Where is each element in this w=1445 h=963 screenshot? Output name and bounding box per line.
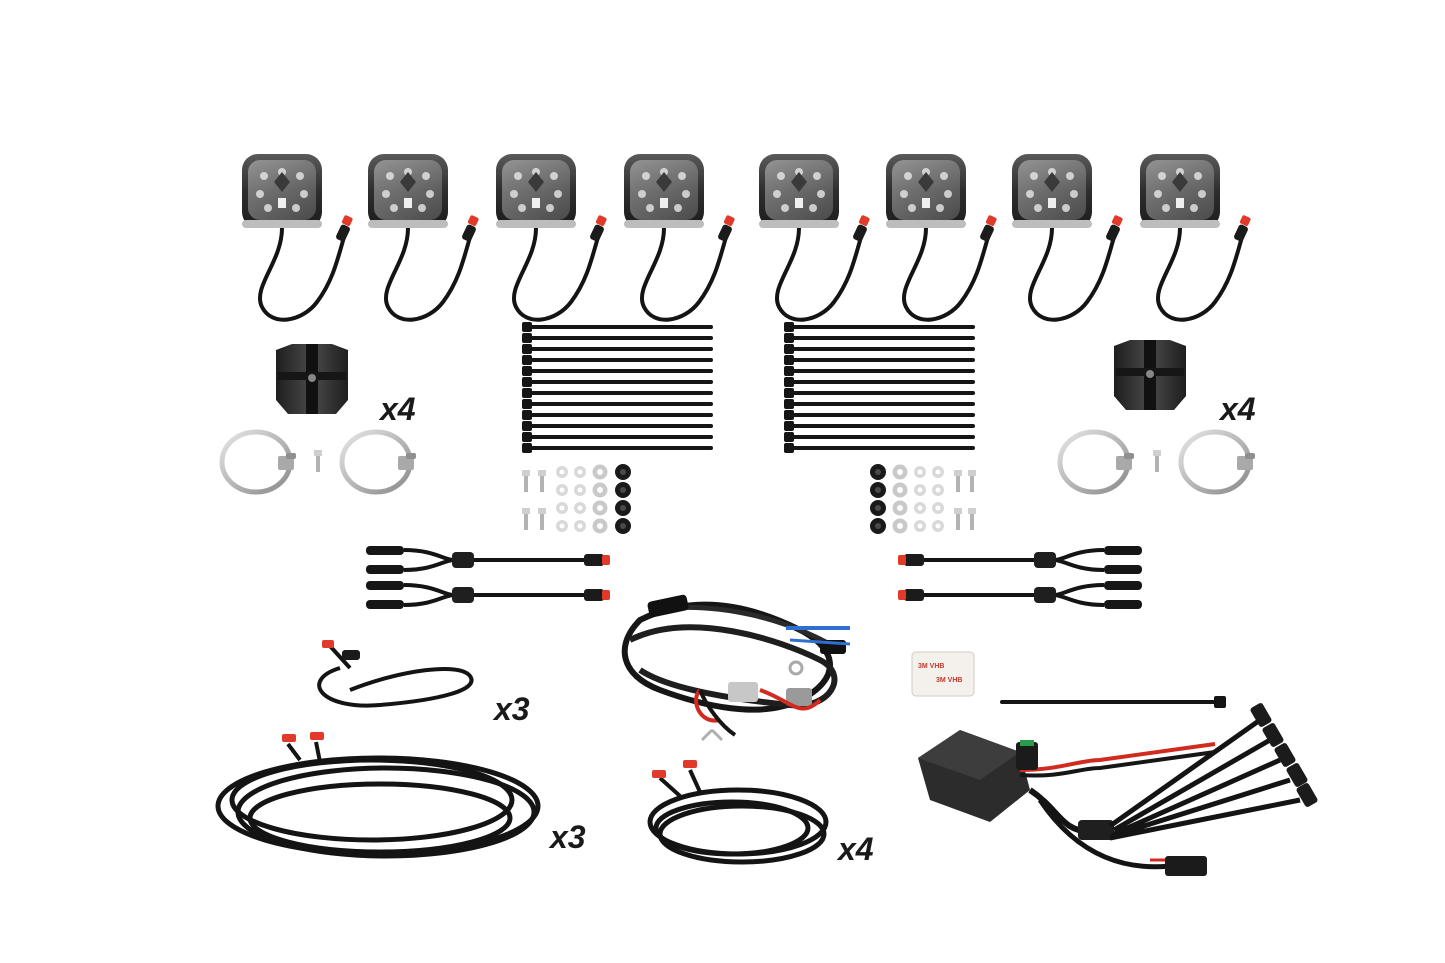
right-mount-group: x4	[1060, 340, 1256, 492]
hardware-left	[522, 464, 631, 534]
zip-tie-icon	[522, 421, 713, 431]
zip-ties-right	[784, 322, 975, 453]
adhesive-pad-text: 3M VHB	[918, 663, 944, 670]
zip-tie-icon	[784, 333, 975, 343]
zip-tie-icon	[784, 366, 975, 376]
zip-tie-icon	[522, 399, 713, 409]
zip-tie-icon	[522, 322, 713, 332]
led-pods-row	[240, 152, 1254, 322]
zip-tie-icon	[522, 377, 713, 387]
wiring-harness-icon	[621, 594, 851, 742]
hose-clamp-icon	[1060, 432, 1134, 492]
extension-cable-icon	[317, 666, 474, 708]
zip-tie-icon	[784, 377, 975, 387]
y-splitters-left	[364, 544, 612, 611]
clamp-mount-icon	[276, 344, 348, 414]
adhesive-tape-pad-icon: 3M VHB 3M VHB	[911, 651, 975, 697]
single-zip-tie-icon	[1000, 696, 1226, 708]
right-mount-quantity: x4	[1218, 391, 1256, 427]
long-extension-quantity: x3	[548, 819, 586, 855]
led-rock-light-pod-icon	[757, 152, 873, 322]
zip-tie-icon	[784, 344, 975, 354]
y-splitters-right	[896, 544, 1144, 611]
hose-clamp-icon	[342, 432, 416, 492]
zip-tie-icon	[784, 355, 975, 365]
y-splitter-cable-icon	[896, 544, 1144, 576]
hardware-right	[870, 464, 976, 534]
y-splitter-cable-icon	[364, 579, 612, 611]
led-rock-light-pod-icon	[240, 152, 356, 322]
led-rock-light-pod-icon	[884, 152, 1000, 322]
led-rock-light-pod-icon	[366, 152, 482, 322]
extension-cable-medium: x4	[647, 760, 874, 867]
left-mount-quantity: x4	[378, 391, 416, 427]
zip-tie-icon	[784, 410, 975, 420]
hose-clamp-icon	[1181, 432, 1255, 492]
zip-tie-icon	[522, 432, 713, 442]
bolt-icon	[1153, 450, 1161, 472]
extension-cable-long: x3	[215, 732, 586, 859]
zip-tie-icon	[522, 443, 713, 453]
zip-tie-icon	[522, 355, 713, 365]
zip-tie-icon	[784, 443, 975, 453]
bolt-icon	[314, 450, 322, 472]
led-rock-light-pod-icon	[622, 152, 738, 322]
short-extension-quantity: x3	[492, 691, 530, 727]
left-mount-group: x4	[222, 344, 416, 492]
led-rock-light-pod-icon	[1138, 152, 1254, 322]
zip-tie-icon	[784, 421, 975, 431]
zip-tie-icon	[522, 410, 713, 420]
clamp-mount-icon	[1114, 340, 1186, 410]
y-splitter-cable-icon	[364, 544, 612, 576]
medium-extension-quantity: x4	[836, 831, 874, 867]
zip-tie-icon	[784, 322, 975, 332]
hose-clamp-icon	[222, 432, 296, 492]
y-splitter-cable-icon	[896, 579, 1144, 611]
zip-tie-icon	[784, 399, 975, 409]
adhesive-pad-text-2: 3M VHB	[936, 677, 962, 684]
zip-ties-left	[522, 322, 713, 453]
zip-tie-icon	[522, 344, 713, 354]
zip-tie-icon	[522, 366, 713, 376]
zip-tie-icon	[522, 333, 713, 343]
zip-tie-icon	[522, 388, 713, 398]
extension-cable-short: x3	[317, 640, 530, 727]
bluetooth-controller-module-icon	[918, 703, 1318, 876]
led-rock-light-pod-icon	[494, 152, 610, 322]
zip-tie-icon	[784, 388, 975, 398]
led-rock-light-pod-icon	[1010, 152, 1126, 322]
zip-tie-icon	[784, 432, 975, 442]
